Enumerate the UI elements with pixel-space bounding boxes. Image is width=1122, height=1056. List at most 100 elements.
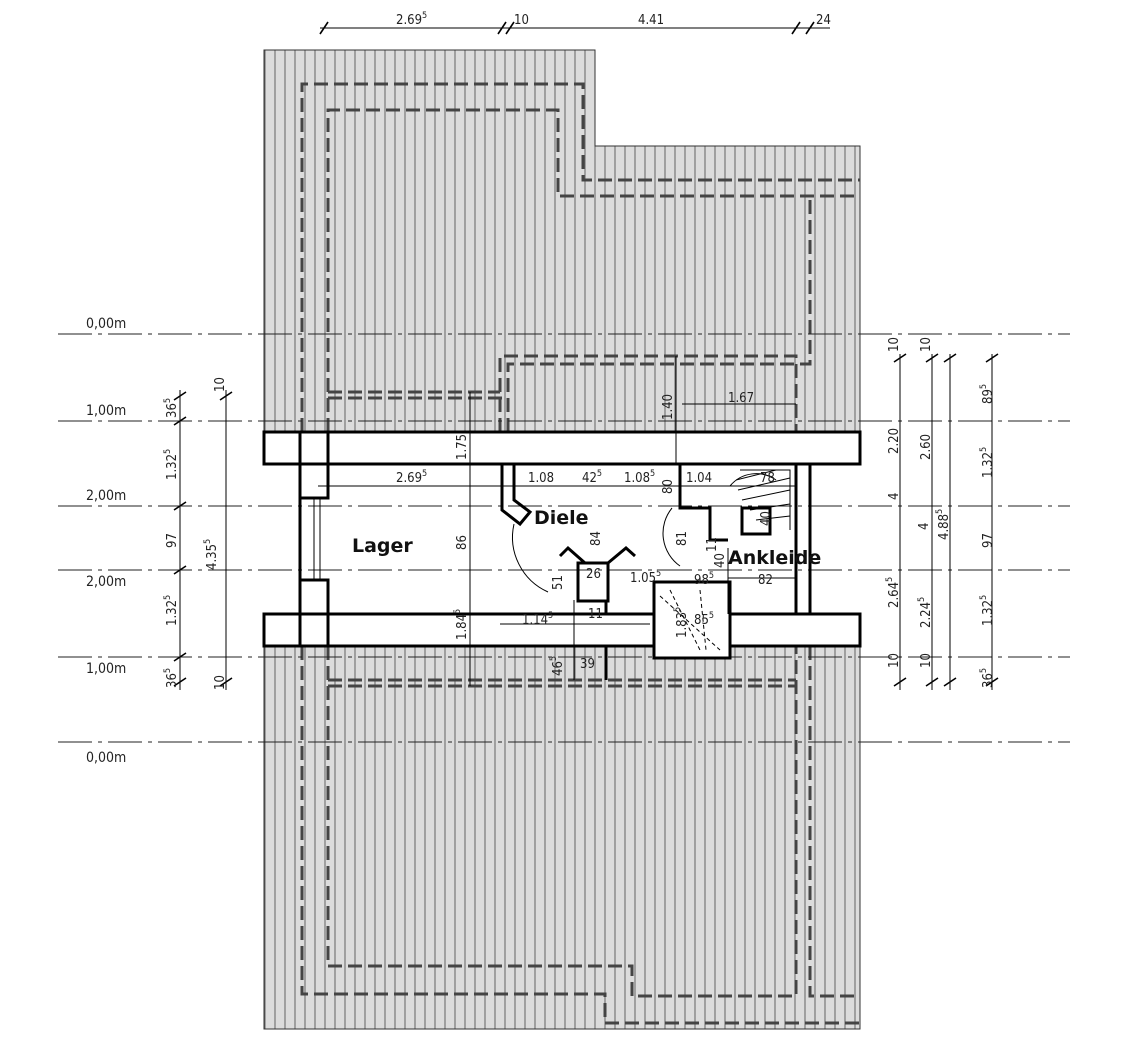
right-dim-d-value-1: 1.32 [981, 452, 996, 478]
left-dim-a-value-2: 97 [165, 533, 180, 548]
right-dim-d-value-0: 89 [981, 389, 996, 404]
inner-dim-25: 40 [759, 511, 774, 526]
right-dim-b-0: 10 [919, 337, 934, 352]
inner-dim-sup-16: 5 [709, 571, 714, 581]
right-dim-d-sup-1: 5 [979, 447, 989, 452]
inner-dim-value-23: 85 [694, 613, 709, 628]
left-dim-a-sup-0: 5 [163, 398, 173, 403]
top-dim-value-2: 4.41 [638, 13, 664, 28]
inner-dim-value-16: 98 [694, 573, 709, 588]
room-label-diele: Diele [534, 507, 589, 529]
inner-dim-15: 1.055 [630, 569, 661, 586]
inner-dim-value-10: 84 [589, 531, 604, 546]
inner-dim-sup-18: 5 [548, 611, 553, 621]
right-dim-a-value-0: 10 [887, 337, 902, 352]
right-dim-a-value-1: 2.20 [887, 428, 902, 454]
inner-dim-value-14: 26 [586, 567, 601, 582]
right-dim-a-value-4: 10 [887, 653, 902, 668]
left-dim-b-2: 10 [213, 675, 228, 690]
inner-dim-11: 80 [661, 479, 676, 494]
right-dim-d-3: 1.325 [979, 595, 996, 626]
inner-dim-7: 1.75 [455, 434, 470, 460]
room-label-ankleide: Ankleide [728, 547, 821, 569]
left-dim-b-value-1: 4.35 [205, 544, 220, 570]
inner-dim-12: 81 [675, 531, 690, 546]
inner-dim-sup-3: 5 [650, 469, 655, 479]
right-dim-b-2: 4 [917, 523, 932, 530]
left-dim-b-value-2: 10 [213, 675, 228, 690]
inner-dim-10: 84 [589, 531, 604, 546]
right-dim-a-3: 2.645 [885, 577, 902, 608]
left-dim-a-value-0: 36 [165, 403, 180, 418]
left-dim-a-4: 365 [163, 668, 180, 688]
top-dim-1: 10 [514, 13, 529, 28]
right-dim-b-1: 2.60 [919, 434, 934, 460]
inner-dim-sup-15: 5 [656, 569, 661, 579]
right-dimensions-a: 10 2.20 4 2.645 10 [885, 337, 902, 668]
inner-dim-value-25: 40 [759, 511, 774, 526]
level-label-1: 1,00m [86, 403, 126, 419]
left-dim-a-value-3: 1.32 [165, 600, 180, 626]
level-label-0: 0,00m [86, 316, 126, 332]
inner-dim-value-13: 51 [551, 575, 566, 590]
right-dim-c-0: 4.885 [935, 509, 952, 540]
right-dim-b-sup-3: 5 [917, 597, 927, 602]
inner-dim-24: 78 [760, 471, 775, 486]
dimension-lines [179, 27, 993, 690]
inner-dim-value-7: 1.75 [455, 434, 470, 460]
top-dim-value-0: 2.69 [396, 13, 422, 28]
inner-dim-sup-22: 5 [673, 607, 683, 612]
right-dim-b-4: 10 [919, 653, 934, 668]
right-dim-b-value-2: 4 [917, 523, 932, 530]
roof-lower [263, 645, 861, 1030]
roof-upper [263, 49, 861, 433]
right-dim-b-value-1: 2.60 [919, 434, 934, 460]
left-dim-a-0: 365 [163, 398, 180, 418]
inner-dim-3: 1.085 [624, 469, 655, 486]
window-left [313, 498, 321, 580]
left-dim-b-1: 4.355 [203, 539, 220, 570]
right-dim-a-value-2: 4 [887, 493, 902, 500]
inner-dim-value-2: 42 [582, 471, 597, 486]
inner-dim-value-21: 39 [580, 657, 595, 672]
inner-dim-0: 2.695 [396, 469, 427, 486]
roof-dashed-outlines [300, 82, 860, 1025]
right-dim-a-4: 10 [887, 653, 902, 668]
right-dim-d-value-2: 97 [981, 533, 996, 548]
inner-dim-value-22: 1.83 [675, 612, 690, 638]
dimension-ticks [173, 21, 999, 687]
inner-dim-sup-9: 5 [453, 609, 463, 614]
right-dim-d-1: 1.325 [979, 447, 996, 478]
left-dim-a-sup-3: 5 [163, 595, 173, 600]
top-dim-value-3: 24 [816, 13, 831, 28]
inner-dim-value-26: 40 [713, 553, 728, 568]
level-label-5: 0,00m [86, 750, 126, 766]
inner-dim-4: 1.04 [686, 471, 712, 486]
inner-dim-value-15: 1.05 [630, 571, 656, 586]
inner-dim-5: 1.67 [728, 391, 754, 406]
top-dim-0: 2.695 [396, 11, 427, 28]
inner-dim-27: 11 [705, 537, 720, 552]
right-dim-d-sup-4: 5 [979, 668, 989, 673]
inner-dim-9: 1.845 [453, 609, 470, 640]
staircase [659, 469, 791, 651]
top-dim-value-1: 10 [514, 13, 529, 28]
right-dim-d-2: 97 [981, 533, 996, 548]
right-dim-d-sup-0: 5 [979, 384, 989, 389]
inner-dim-8: 86 [455, 535, 470, 550]
inner-dim-21: 39 [580, 657, 595, 672]
level-label-4: 1,00m [86, 661, 126, 677]
inner-dim-sup-2: 5 [597, 469, 602, 479]
inner-dim-14: 26 [586, 567, 601, 582]
inner-dim-16: 985 [694, 571, 714, 588]
right-dim-a-sup-3: 5 [885, 577, 895, 582]
inner-dim-value-27: 11 [705, 537, 720, 552]
inner-dim-13: 51 [551, 575, 566, 590]
inner-dim-value-17: 82 [758, 573, 773, 588]
inner-dim-value-19: 11 [588, 607, 603, 622]
left-dim-a-sup-1: 5 [163, 449, 173, 454]
